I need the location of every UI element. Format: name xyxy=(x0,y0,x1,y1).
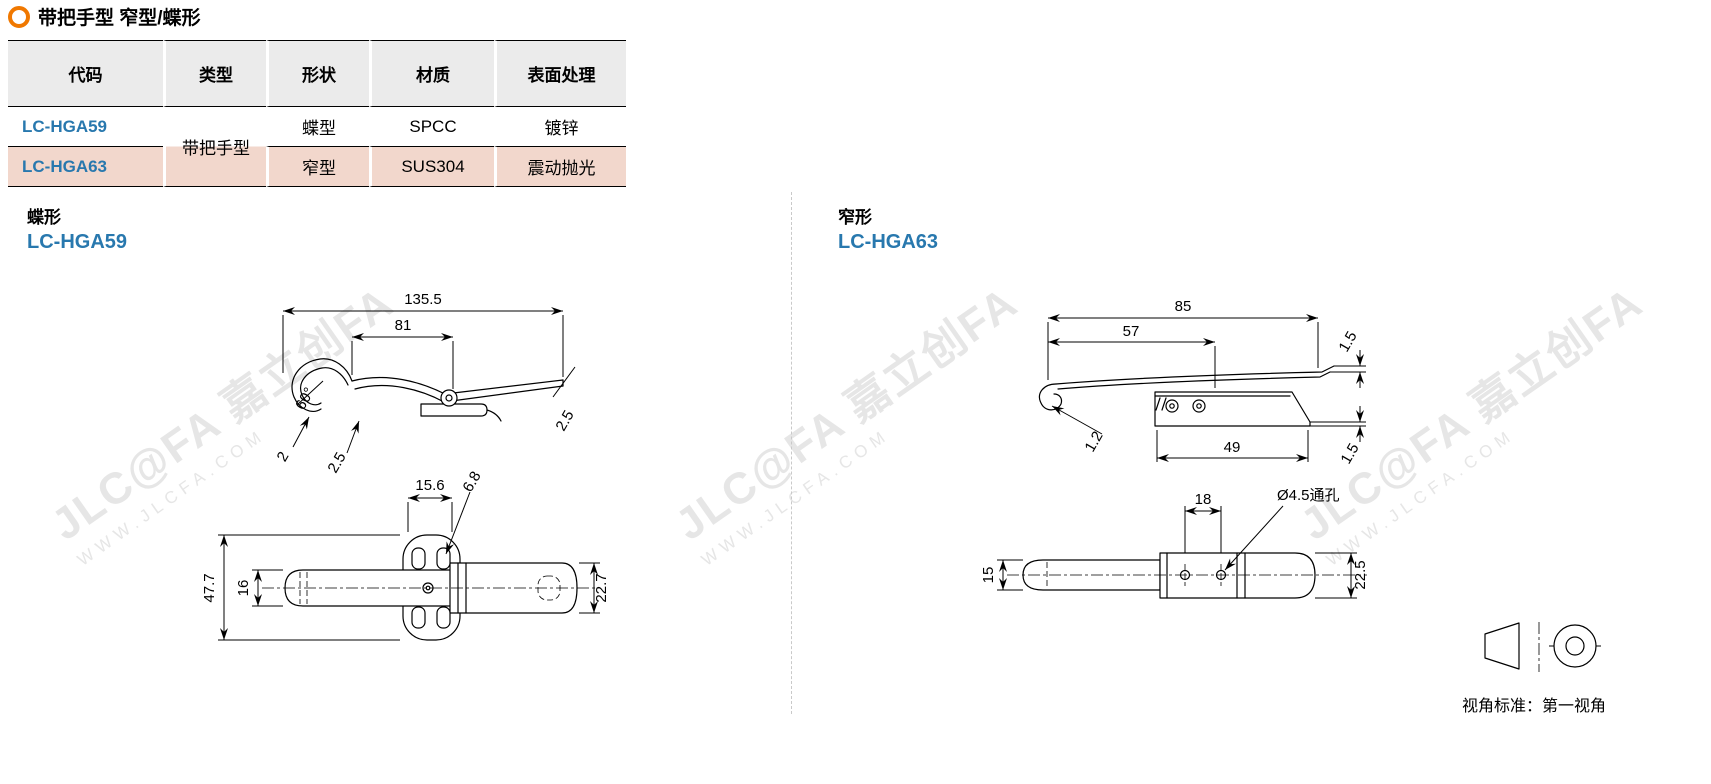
dim-hook-thickness: 1.2 xyxy=(1082,428,1107,455)
part-outline xyxy=(291,358,564,422)
dim-tip-thickness: 2.5 xyxy=(553,407,578,434)
col-header-material: 材质 xyxy=(369,40,494,107)
section-bullet-icon xyxy=(8,5,30,28)
cell-material: SUS304 xyxy=(369,147,494,187)
dim-total-length: 85 xyxy=(1175,298,1192,315)
col-header-type: 类型 xyxy=(163,40,266,107)
dim-hole-width: 6.8 xyxy=(460,468,485,495)
dimension-lines xyxy=(282,307,576,454)
dimension-lines xyxy=(218,491,600,641)
watermark-brand: JLC@FA 嘉立创FA xyxy=(666,277,1027,550)
part-outline xyxy=(1007,552,1367,599)
part-outline xyxy=(262,534,600,641)
cell-code: LC-HGA59 xyxy=(8,107,163,147)
left-shape-label: 蝶形 xyxy=(27,208,61,227)
dim-tip-thickness: 1.5 xyxy=(1336,328,1361,355)
dim-bar-height: 16 xyxy=(235,580,252,597)
dim-base-length: 49 xyxy=(1224,439,1241,456)
col-header-code: 代码 xyxy=(8,40,163,107)
dimension-lines xyxy=(997,505,1357,599)
cell-type-merged: 带把手型 xyxy=(163,107,266,187)
page-title: 带把手型 窄型/蝶形 xyxy=(38,8,201,29)
dim-inner-length: 57 xyxy=(1123,323,1140,340)
dimension-lines xyxy=(1047,314,1366,462)
part-outline xyxy=(1038,365,1335,427)
dim-catch-height: 22.5 xyxy=(1352,560,1369,589)
cell-shape: 蝶型 xyxy=(266,107,369,147)
section-divider xyxy=(791,192,792,714)
dim-bar-height: 15 xyxy=(980,567,997,584)
drawing-hga59-top-view: 15.6 6.8 47.7 16 22.7 xyxy=(201,468,610,641)
col-header-finish: 表面处理 xyxy=(494,40,626,107)
projection-symbol xyxy=(1484,622,1601,672)
right-code-label: LC-HGA63 xyxy=(838,231,939,253)
dim-total-height: 47.7 xyxy=(201,573,218,602)
cell-code: LC-HGA63 xyxy=(8,147,163,187)
right-shape-label: 窄形 xyxy=(838,208,872,227)
drawing-hga63-top-view: 18 Ø4.5通孔 15 22.5 xyxy=(980,487,1369,599)
dim-base-thickness: 1.5 xyxy=(1338,440,1363,467)
dim-catch-height: 22.7 xyxy=(593,573,610,602)
drawing-hga63-side-view: 85 57 1.5 1.2 49 1.5 xyxy=(1038,298,1366,467)
page-header: 带把手型 窄型/蝶形 xyxy=(8,3,201,30)
dim-hole-pitch: 18 xyxy=(1195,491,1212,508)
first-angle-circle-icon xyxy=(1549,624,1601,668)
product-table-wrap: 代码 类型 形状 材质 表面处理 LC-HGA59 带把手型 蝶型 SPCC 镀… xyxy=(8,40,626,187)
cell-shape: 窄型 xyxy=(266,147,369,187)
dim-slot-width: 15.6 xyxy=(415,477,444,494)
cell-finish: 震动抛光 xyxy=(494,147,626,187)
table-header-row: 代码 类型 形状 材质 表面处理 xyxy=(8,40,626,107)
dim-hook-thickness: 2 xyxy=(274,449,293,465)
drawing-hga59-side-view: 135.5 81 60° 2 2.5 2.5 xyxy=(274,291,578,476)
dim-total-length: 135.5 xyxy=(404,291,442,308)
col-header-shape: 形状 xyxy=(266,40,369,107)
watermark: JLC@FA 嘉立创FA WWW.JLCFA.COM xyxy=(660,268,1041,571)
product-table: 代码 类型 形状 材质 表面处理 LC-HGA59 带把手型 蝶型 SPCC 镀… xyxy=(8,40,626,187)
cell-material: SPCC xyxy=(369,107,494,147)
view-standard-caption: 视角标准：第一视角 xyxy=(1462,698,1607,715)
table-row: LC-HGA59 带把手型 蝶型 SPCC 镀锌 xyxy=(8,107,626,187)
left-code-label: LC-HGA59 xyxy=(27,231,128,253)
dim-inner-length: 81 xyxy=(395,317,412,334)
cell-finish: 镀锌 xyxy=(494,107,626,147)
table-row: LC-HGA63 窄型 SUS304 震动抛光 xyxy=(8,147,626,187)
first-angle-cone-icon xyxy=(1484,622,1520,670)
dim-hole-note: Ø4.5通孔 xyxy=(1277,487,1340,504)
